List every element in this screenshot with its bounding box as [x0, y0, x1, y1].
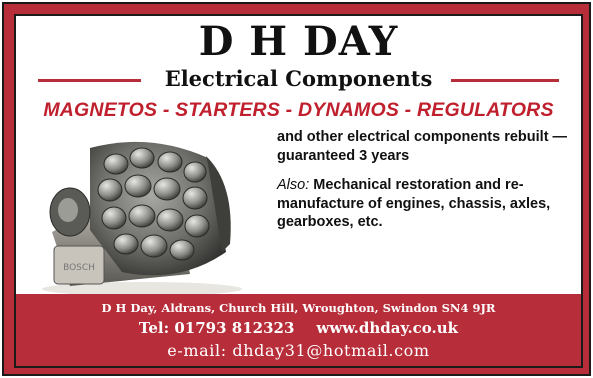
telephone-number: Tel: 01793 812323 — [138, 319, 295, 337]
tagline-rule-right — [451, 79, 559, 82]
company-name: D H DAY — [198, 18, 399, 65]
also-services-list: Mechanical restoration and re-manufactur… — [277, 177, 551, 230]
also-services-text: Also: Mechanical restoration and re-manu… — [277, 176, 577, 232]
bosch-plate-label: BOSCH — [63, 263, 95, 273]
contact-footer: D H Day, Aldrans, Church Hill, Wroughton… — [16, 294, 581, 366]
postal-address: D H Day, Aldrans, Church Hill, Wroughton… — [101, 301, 496, 315]
email-address[interactable]: e-mail: dhday31@hotmail.com — [167, 341, 430, 360]
advert-panel: D H DAY Electrical Components MAGNETOS -… — [14, 14, 583, 368]
tagline: Electrical Components — [164, 66, 433, 91]
service-description: and other electrical components rebuilt … — [277, 128, 577, 243]
also-label: Also: — [277, 177, 310, 193]
rebuild-guarantee-text: and other electrical components rebuilt … — [277, 129, 568, 164]
phone-web-row: Tel: 01793 812323 www.dhday.co.uk — [16, 318, 581, 338]
product-list: MAGNETOS - STARTERS - DYNAMOS - REGULATO… — [43, 99, 554, 121]
tagline-rule-left — [38, 79, 141, 82]
tagline-row: Electrical Components — [16, 66, 581, 92]
website-link[interactable]: www.dhday.co.uk — [316, 319, 459, 337]
magneto-photo: BOSCH — [42, 141, 242, 296]
